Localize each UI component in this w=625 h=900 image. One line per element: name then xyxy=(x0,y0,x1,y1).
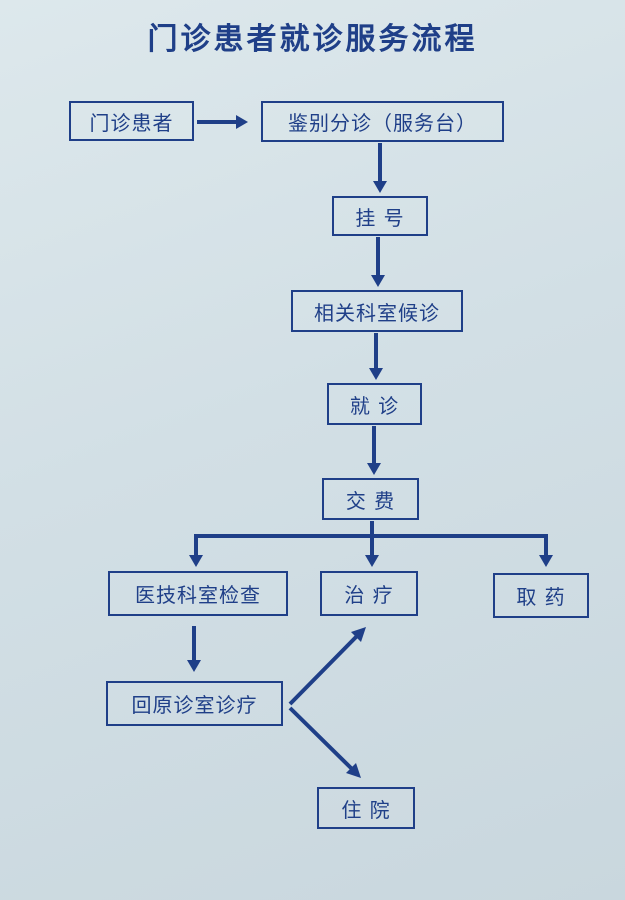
arrowhead-return-visit-to-treatment xyxy=(351,627,366,642)
arrowhead-waiting-to-consultation xyxy=(369,368,383,380)
arrowhead-exam-to-return-visit xyxy=(187,660,201,672)
arrowhead-to-pharmacy xyxy=(539,555,553,567)
page-title: 门诊患者就诊服务流程 xyxy=(147,22,478,57)
node-waiting: 相关科室候诊 xyxy=(291,290,463,332)
node-return-visit: 回原诊室诊疗 xyxy=(106,681,283,726)
arrowhead-outpatient-to-triage xyxy=(236,115,248,129)
arrow-return-visit-to-treatment xyxy=(288,634,359,706)
arrowhead-to-medical-tech-exam xyxy=(189,555,203,567)
node-payment: 交 费 xyxy=(322,478,419,520)
node-medical-tech-exam: 医技科室检查 xyxy=(108,571,288,616)
arrowhead-triage-to-registration xyxy=(373,181,387,193)
arrow-return-visit-to-hospitalization xyxy=(288,706,354,771)
arrowhead-to-treatment xyxy=(365,555,379,567)
node-pharmacy: 取 药 xyxy=(493,573,589,618)
arrowhead-registration-to-waiting xyxy=(371,275,385,287)
node-treatment: 治 疗 xyxy=(320,571,418,616)
node-outpatient: 门诊患者 xyxy=(69,101,194,141)
node-consultation: 就 诊 xyxy=(327,383,422,425)
node-registration: 挂 号 xyxy=(332,196,428,236)
node-hospitalization: 住 院 xyxy=(317,787,415,829)
node-triage: 鉴别分诊（服务台） xyxy=(261,101,504,142)
arrowhead-consultation-to-payment xyxy=(367,463,381,475)
arrowhead-return-visit-to-hospitalization xyxy=(346,763,361,778)
